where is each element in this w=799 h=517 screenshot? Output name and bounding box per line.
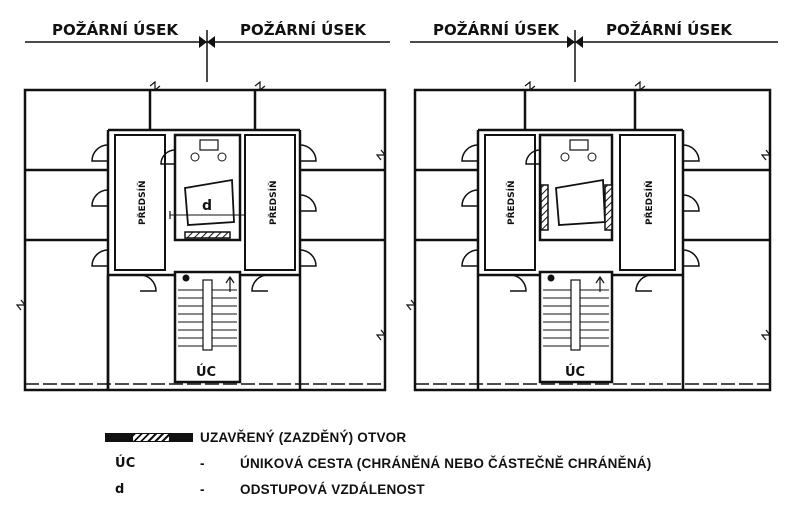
left-plan-machine-icon [190, 152, 200, 162]
legend-dash: - [200, 481, 205, 497]
right-plan-stair-core [538, 270, 614, 384]
right-plan-doors [461, 144, 700, 292]
left-plan: POŽÁRNÍ ÚSEK POŽÁRNÍ ÚSEK PŘEDSÍŇ [15, 20, 390, 392]
right-plan-hall-left-label: PŘEDSÍŇ [505, 180, 517, 225]
hatched-wall-icon [105, 432, 193, 442]
right-plan-zone-right-label: POŽÁRNÍ ÚSEK [606, 20, 733, 39]
legend-row-distance: d - ODSTUPOVÁ VZDÁLENOST [105, 476, 795, 502]
left-plan-elevator-core [173, 133, 242, 242]
left-plan-zone-left-label: POŽÁRNÍ ÚSEK [52, 20, 179, 39]
legend-symbol-escape-route: ÚC [115, 455, 136, 471]
right-plan-elevator-car [555, 178, 606, 226]
right-plan-partitions [415, 90, 770, 390]
left-plan-hall-left-label: PŘEDSÍŇ [136, 180, 148, 225]
left-plan-hall-right [244, 134, 296, 271]
legend-dash: - [200, 455, 205, 471]
right-plan-break-marks [405, 80, 772, 341]
right-plan-machine-icon [560, 152, 570, 162]
right-plan-closed-opening-right [604, 184, 613, 231]
left-plan-divider-marker [199, 36, 215, 48]
left-plan-escape-label: ÚC [196, 364, 216, 380]
right-plan-stair-arrow [595, 275, 605, 292]
left-plan-doors [91, 144, 317, 292]
left-plan-stair-core [173, 270, 242, 384]
left-plan-stair-well [202, 279, 213, 351]
legend-row-closed-opening: UZAVŘENÝ (ZAZDĚNÝ) OTVOR [105, 424, 795, 450]
left-plan-distance-label: d [202, 198, 212, 214]
legend: UZAVŘENÝ (ZAZDĚNÝ) OTVOR ÚC - ÚNIKOVÁ CE… [105, 424, 795, 502]
right-plan-hall-left [484, 134, 536, 271]
right-plan-machine-icon [569, 139, 589, 151]
right-plan-stair-start-dot [547, 274, 555, 282]
right-plan-closed-opening-left [540, 184, 549, 231]
right-plan: POŽÁRNÍ ÚSEK POŽÁRNÍ ÚSEK PŘEDSÍŇ PŘEDSÍ… [405, 20, 778, 392]
legend-text-escape-route: ÚNIKOVÁ CESTA (CHRÁNĚNÁ NEBO ČÁSTEČNĚ CH… [240, 455, 652, 471]
left-plan-hall-right-label: PŘEDSÍŇ [267, 180, 279, 225]
legend-row-escape-route: ÚC - ÚNIKOVÁ CESTA (CHRÁNĚNÁ NEBO ČÁSTEČ… [105, 450, 795, 476]
right-plan-escape-label: ÚC [565, 364, 585, 380]
left-plan-partitions [25, 90, 385, 390]
left-plan-hall-left [114, 134, 166, 271]
left-plan-distance-ticks [169, 211, 246, 219]
left-plan-break-marks [15, 80, 387, 341]
right-plan-stair-well [570, 279, 581, 351]
left-plan-stair-arrow [225, 275, 235, 292]
legend-symbol-closed-opening [105, 432, 200, 442]
legend-text-distance: ODSTUPOVÁ VZDÁLENOST [240, 481, 425, 497]
left-plan-machine-icon [217, 152, 227, 162]
right-plan-machine-icon [587, 152, 597, 162]
right-plan-divider-marker [567, 36, 583, 48]
legend-symbol-distance: d [115, 481, 125, 497]
legend-text-closed-opening: UZAVŘENÝ (ZAZDĚNÝ) OTVOR [200, 429, 407, 445]
left-plan-zone-right-label: POŽÁRNÍ ÚSEK [240, 20, 367, 39]
right-plan-zone-left-label: POŽÁRNÍ ÚSEK [433, 20, 560, 39]
left-plan-stair-start-dot [182, 274, 190, 282]
left-plan-machine-icon [199, 139, 219, 151]
right-plan-hall-right [619, 134, 676, 271]
left-plan-closed-opening [184, 231, 231, 239]
left-plan-elevator-car [184, 178, 235, 226]
right-plan-hall-right-label: PŘEDSÍŇ [643, 180, 655, 225]
